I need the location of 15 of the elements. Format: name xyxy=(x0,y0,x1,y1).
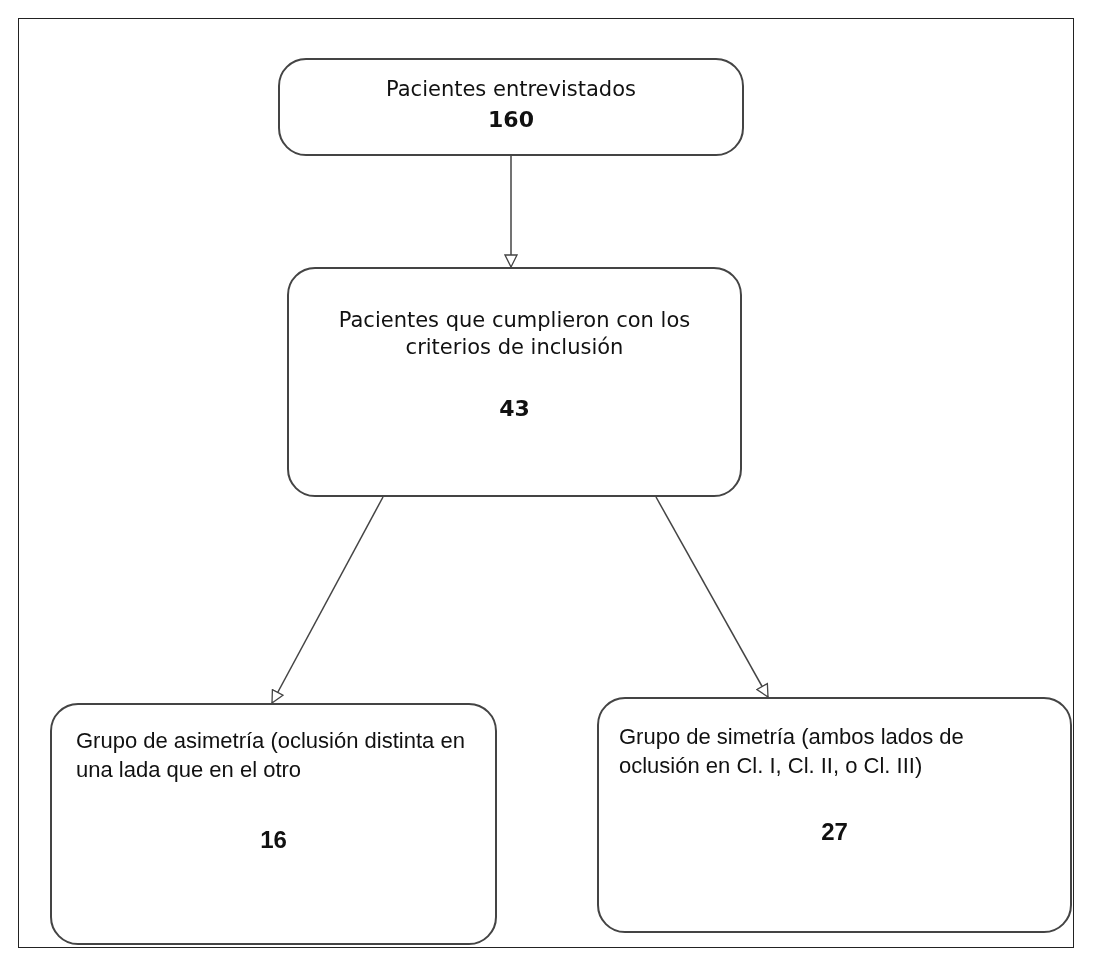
patient-count: 16 xyxy=(260,826,287,855)
arrow xyxy=(504,155,518,268)
box-title: Grupo de asimetría (oclusión distinta en una lada que en el otro xyxy=(76,727,466,784)
patient-count: 160 xyxy=(488,107,534,133)
arrow xyxy=(655,496,769,698)
patient-count: 27 xyxy=(821,818,848,847)
process-box xyxy=(50,703,497,945)
box-title: Pacientes que cumplieron con los criterios de inclusión xyxy=(337,307,692,362)
arrow xyxy=(271,496,384,704)
process-box xyxy=(278,58,744,156)
process-box xyxy=(597,697,1072,933)
box-title: Pacientes entrevistados xyxy=(386,76,636,103)
patient-count: 43 xyxy=(499,395,530,421)
box-title: Grupo de simetría (ambos lados de oclusión en Cl. I, Cl. II, o Cl. III) xyxy=(619,723,965,780)
process-box xyxy=(287,267,742,497)
